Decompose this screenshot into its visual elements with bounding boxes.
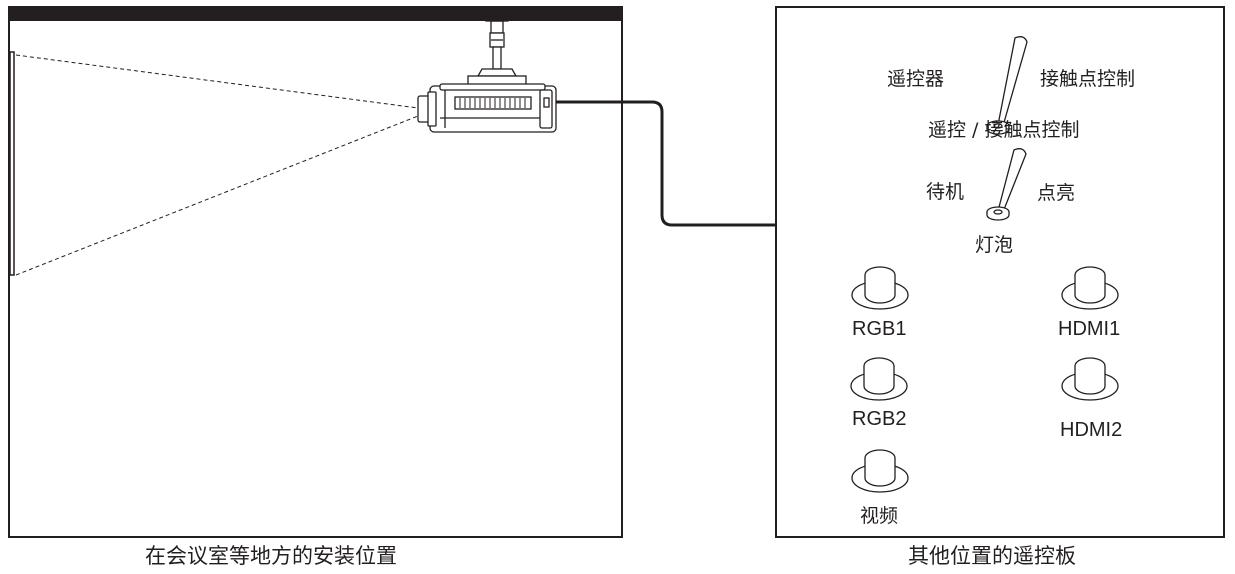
panel-caption: 其他位置的遥控板 <box>908 544 1076 568</box>
lamp-on-label: 点亮 <box>1037 182 1076 204</box>
button-label-rgb2: RGB2 <box>852 408 907 430</box>
remote-contact-switch-label: 遥控 / 接触点控制 <box>928 119 1080 141</box>
button-label-video: 视频 <box>860 505 899 527</box>
button-label-rgb1: RGB1 <box>852 318 907 340</box>
button-hdmi2-icon[interactable] <box>1061 357 1119 401</box>
projection-screen <box>9 51 15 276</box>
button-label-hdmi2: HDMI2 <box>1060 419 1123 441</box>
remote-contact-switch-icon[interactable] <box>986 36 1028 135</box>
lamp-switch-label: 灯泡 <box>975 234 1014 256</box>
control-cable <box>556 100 776 227</box>
projection-beam <box>15 54 419 276</box>
ceiling <box>9 7 622 21</box>
contact-control-label: 接触点控制 <box>1040 68 1136 90</box>
remote-label: 遥控器 <box>887 68 945 90</box>
button-rgb1-icon[interactable] <box>851 266 909 310</box>
remote-panel-frame <box>775 6 1225 538</box>
room-caption: 在会议室等地方的安装位置 <box>145 544 397 568</box>
button-label-hdmi1: HDMI1 <box>1058 318 1121 340</box>
standby-label: 待机 <box>926 181 965 203</box>
button-hdmi1-icon[interactable] <box>1061 266 1119 310</box>
button-rgb2-icon[interactable] <box>850 357 908 401</box>
projector-icon <box>417 14 557 133</box>
button-video-icon[interactable] <box>851 449 909 493</box>
lamp-switch-icon[interactable] <box>986 148 1027 221</box>
